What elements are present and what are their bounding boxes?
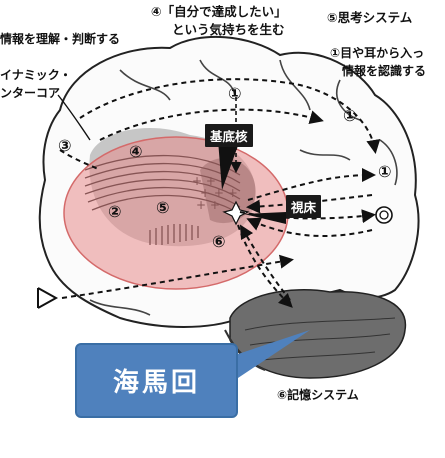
number-1-right: ①: [378, 162, 392, 181]
thalamus-marker: [222, 200, 250, 226]
tag-thalamus: 視床: [286, 195, 322, 218]
number-2: ②: [108, 202, 122, 221]
eye-icon: [37, 287, 59, 309]
label-memory-system: ⑥記憶システム: [277, 388, 359, 402]
cerebellum: [229, 289, 407, 379]
number-5: ⑤: [156, 198, 170, 217]
label-achievement-line1: ④「自分で達成したい」: [151, 4, 287, 19]
highlight-ellipse: [63, 136, 289, 290]
label-recognize-line2: 情報を認識する: [342, 64, 427, 78]
number-6: ⑥: [212, 232, 226, 251]
label-recognize-line1: ①目や耳から入っ: [330, 46, 425, 60]
label-understand-judge: 情報を理解・判断する: [0, 32, 121, 46]
tag-basal-ganglia: 基底核: [205, 124, 253, 147]
number-1-top: ①: [228, 84, 242, 103]
number-1-mid: ①: [343, 106, 357, 125]
label-dynamic-core-line1: イナミック・: [0, 68, 72, 82]
label-achievement-line2: という気持ちを生む: [172, 22, 285, 37]
number-3: ③: [58, 136, 72, 155]
number-4: ④: [129, 142, 143, 161]
ear-icon: [375, 206, 393, 224]
label-dynamic-core-line2: ンターコア: [0, 86, 61, 100]
callout-hippocampal-gyrus: 海馬回: [75, 343, 238, 418]
label-thinking-system: ⑤思考システム: [327, 10, 413, 25]
